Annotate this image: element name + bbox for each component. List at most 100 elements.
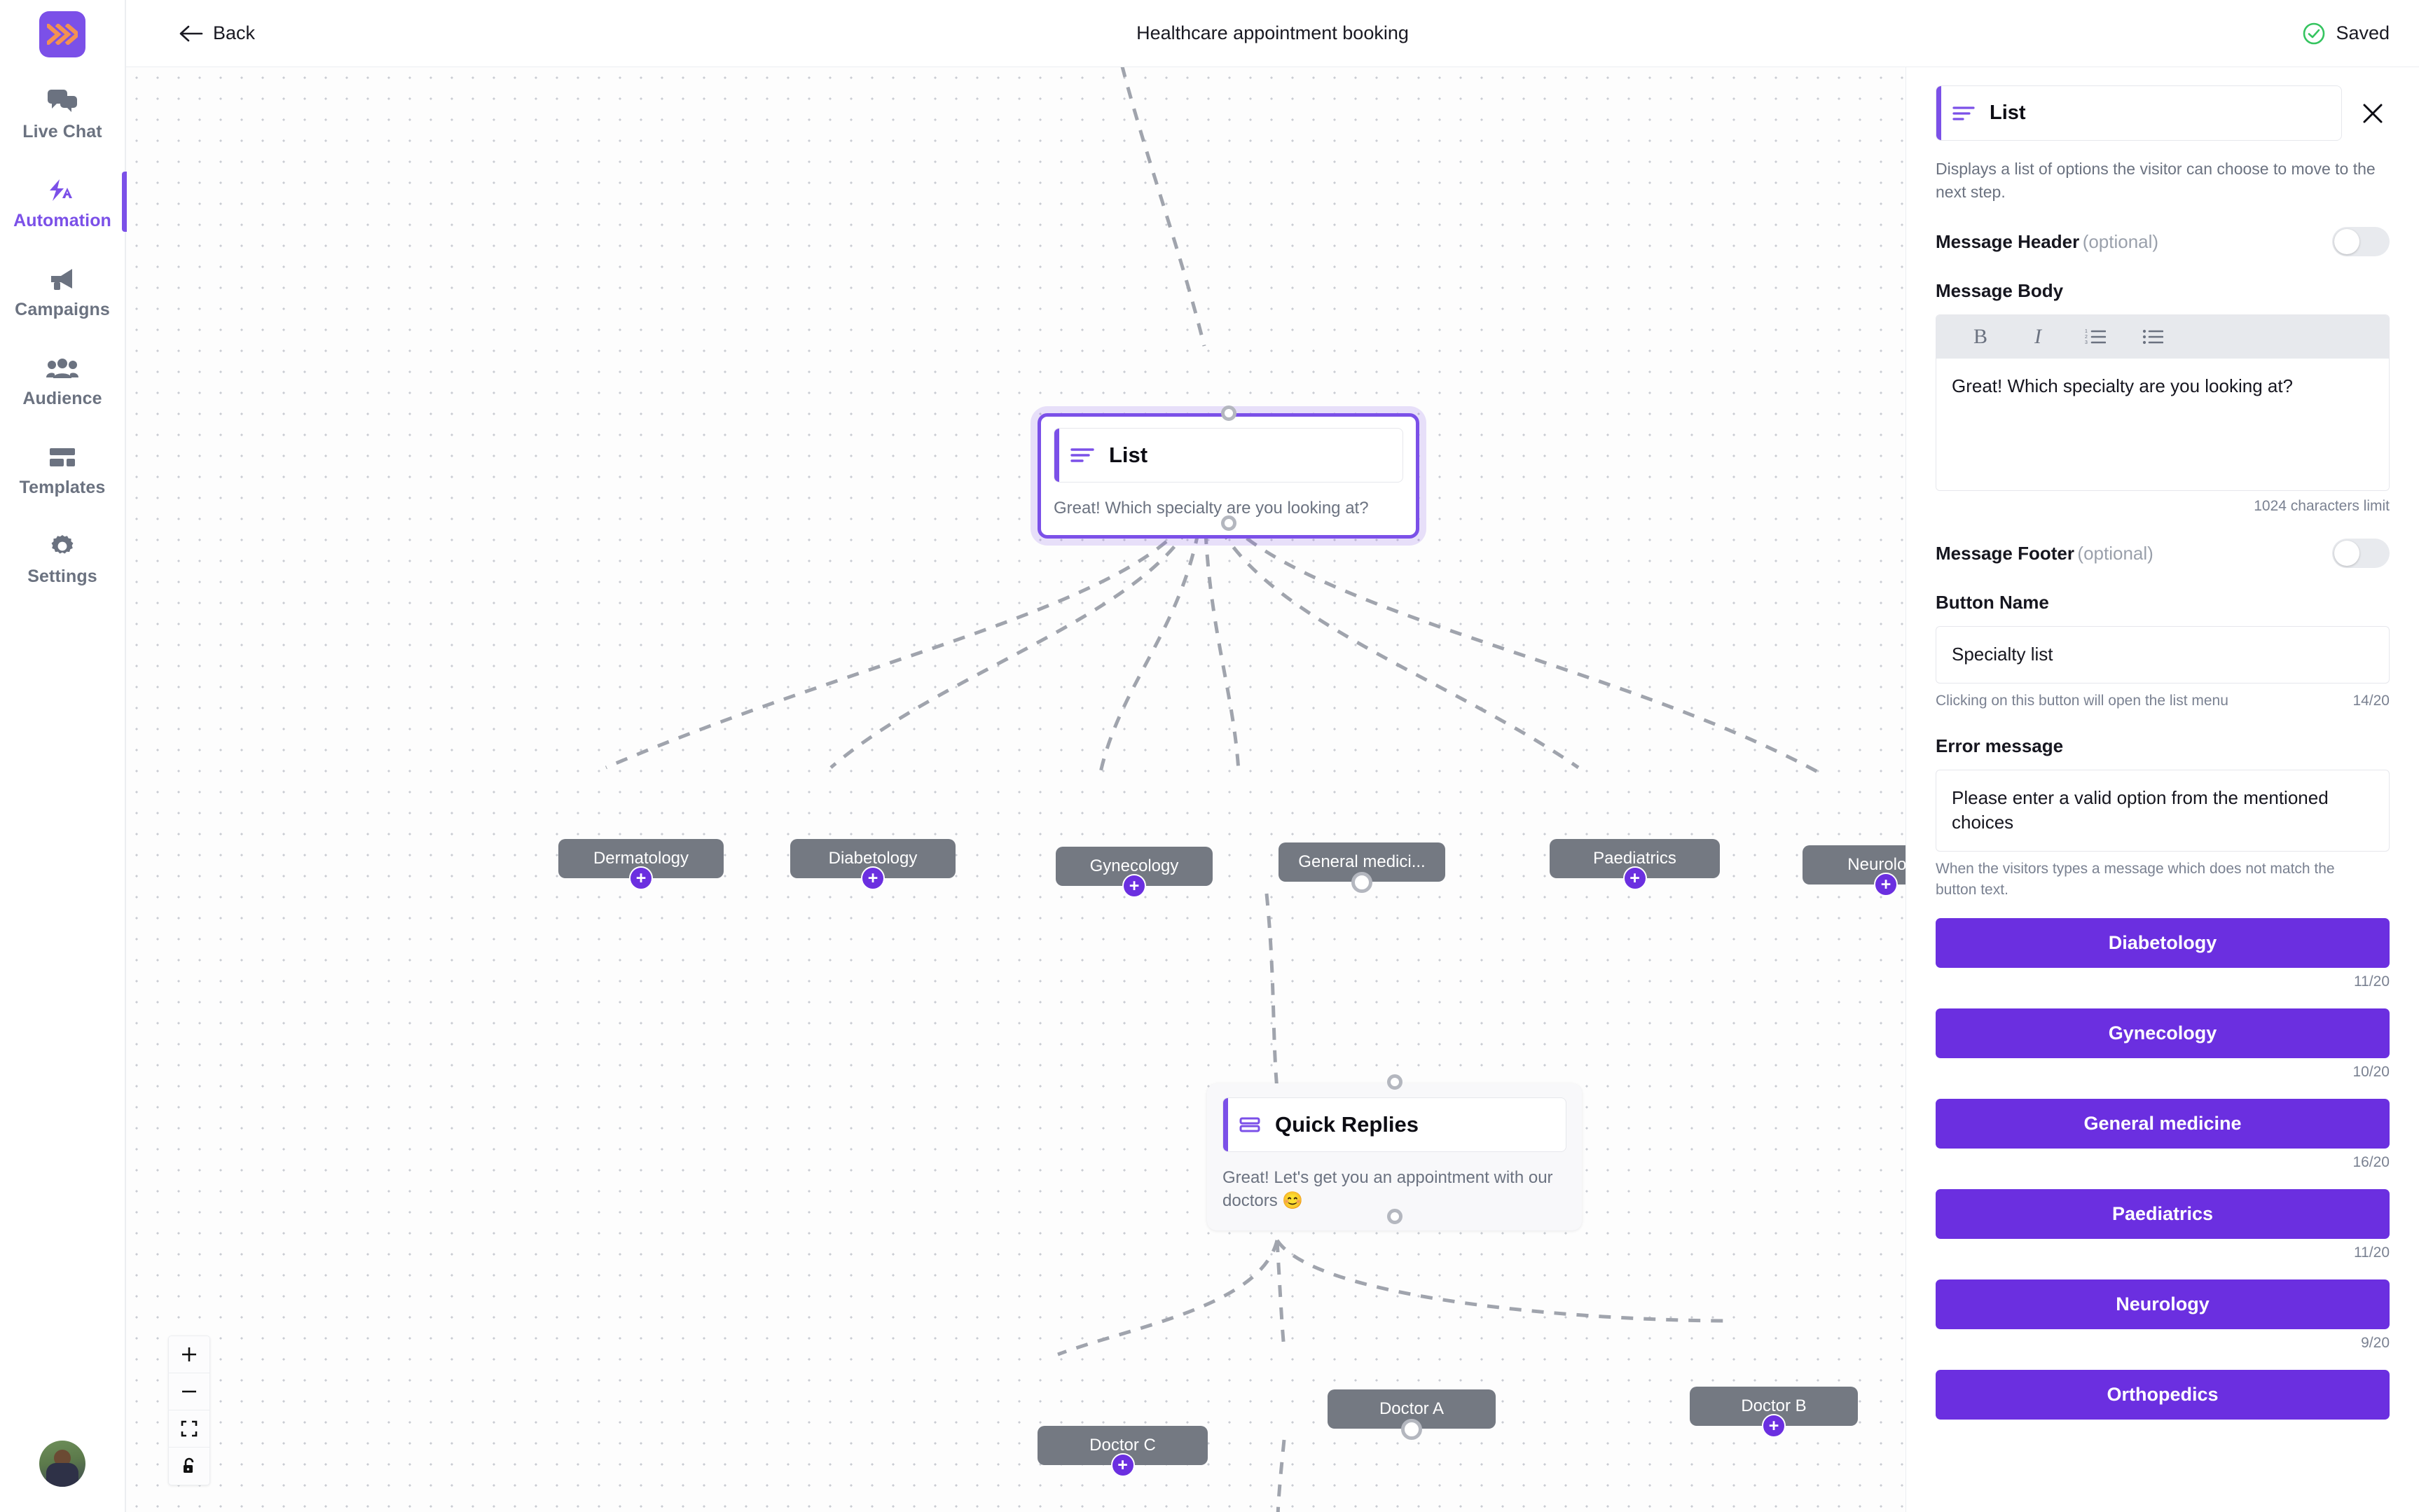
option-button-gynecology[interactable]: Gynecology: [1936, 1008, 2390, 1059]
top-bar: Back Healthcare appointment booking Save…: [126, 0, 2419, 67]
add-node-plus-icon[interactable]: +: [629, 866, 653, 890]
sidebar-item-label: Campaigns: [15, 300, 110, 319]
ordered-list-icon: 1 2 3: [2085, 329, 2106, 345]
chip-output-port[interactable]: [1351, 872, 1372, 893]
chip-label: Paediatrics: [1593, 849, 1676, 868]
flow-chip-doctor-a[interactable]: Doctor A: [1328, 1389, 1496, 1440]
node-header: List: [1054, 428, 1403, 483]
error-message-hint: When the visitors types a message which …: [1936, 861, 2335, 898]
button-name-input[interactable]: Specialty list: [1936, 626, 2390, 684]
flow-chip-dermatology[interactable]: Dermatology +: [558, 839, 724, 890]
toggle-knob: [2334, 541, 2359, 567]
svg-text:3: 3: [2085, 340, 2088, 345]
button-name-count: 14/20: [2352, 693, 2390, 709]
lightning-bolt-a-icon: [47, 174, 78, 207]
option-button-paediatrics[interactable]: Paediatrics: [1936, 1189, 2390, 1240]
option-count: 10/20: [2352, 1064, 2390, 1081]
unlock-icon: [184, 1457, 194, 1473]
flow-canvas[interactable]: List Great! Which specialty are you look…: [126, 67, 1905, 1512]
flow-chip-paediatrics[interactable]: Paediatrics +: [1550, 839, 1720, 890]
message-header-row: Message Header (optional): [1936, 227, 2390, 257]
panel-node-type-pill[interactable]: List: [1936, 85, 2342, 141]
flow-edges: [605, 67, 1823, 1512]
zoom-out-button[interactable]: [169, 1373, 209, 1410]
node-input-port[interactable]: [1220, 405, 1236, 421]
sidebar-item-automation[interactable]: Automation: [0, 170, 127, 235]
check-circle-icon: [2303, 22, 2325, 44]
toggle-knob: [2334, 229, 2359, 255]
flow-chip-neurology[interactable]: Neurology +: [1803, 845, 1905, 896]
sidebar-item-label: Settings: [27, 567, 97, 586]
fit-frame-icon: [181, 1420, 198, 1437]
node-output-port[interactable]: [1220, 515, 1236, 532]
chip-label: Gynecology: [1089, 856, 1179, 875]
node-settings-panel: List Displays a list of options the visi…: [1905, 67, 2419, 1512]
error-message-input[interactable]: Please enter a valid option from the men…: [1936, 769, 2390, 852]
lock-button[interactable]: [169, 1448, 209, 1485]
option-button-general-medicine[interactable]: General medicine: [1936, 1099, 2390, 1149]
add-node-plus-icon[interactable]: +: [1110, 1453, 1135, 1477]
message-body-textarea[interactable]: Great! Which specialty are you looking a…: [1936, 359, 2389, 491]
sidebar-item-audience[interactable]: Audience: [0, 348, 125, 413]
fit-view-button[interactable]: [169, 1410, 209, 1448]
panel-description: Displays a list of options the visitor c…: [1936, 160, 2376, 201]
minus-icon: [182, 1390, 196, 1393]
close-icon: [2363, 104, 2383, 123]
flow-chip-gynecology[interactable]: Gynecology +: [1056, 847, 1213, 898]
node-input-port[interactable]: [1386, 1074, 1403, 1090]
flow-chip-diabetology[interactable]: Diabetology +: [790, 839, 956, 890]
chat-bubbles-icon: [48, 85, 77, 118]
list-lines-icon: [1952, 106, 1975, 120]
error-message-meta: When the visitors types a message which …: [1936, 859, 2390, 900]
back-label: Back: [213, 22, 256, 43]
svg-text:2: 2: [2085, 335, 2088, 340]
add-node-plus-icon[interactable]: +: [1622, 866, 1647, 890]
back-button[interactable]: Back: [179, 22, 255, 44]
add-node-plus-icon[interactable]: +: [1762, 1414, 1786, 1438]
bullet-list-icon: [2142, 330, 2163, 345]
bold-button[interactable]: B: [1973, 325, 1987, 349]
node-title: Quick Replies: [1275, 1112, 1419, 1137]
avatar[interactable]: [39, 1441, 85, 1487]
sidebar-item-templates[interactable]: Templates: [0, 437, 125, 502]
app-logo[interactable]: [39, 11, 85, 57]
left-nav-rail: Live Chat Automation Campaigns: [0, 0, 127, 1512]
button-name-label: Button Name: [1936, 592, 2049, 613]
flow-chip-doctor-b[interactable]: Doctor B +: [1690, 1387, 1858, 1438]
message-body-label: Message Body: [1936, 280, 2064, 302]
sidebar-item-label: Automation: [13, 211, 111, 230]
bullet-list-button[interactable]: [2124, 322, 2182, 352]
italic-button[interactable]: I: [2034, 325, 2041, 349]
message-header-toggle[interactable]: [2332, 227, 2390, 257]
canvas-zoom-controls: [168, 1336, 210, 1485]
add-node-plus-icon[interactable]: +: [1122, 874, 1146, 898]
rich-text-toolbar: B I 1 2 3: [1936, 315, 2389, 359]
node-output-port[interactable]: [1386, 1209, 1403, 1225]
zoom-in-button[interactable]: [169, 1336, 209, 1373]
button-name-hint: Clicking on this button will open the li…: [1936, 693, 2228, 709]
plus-icon: [182, 1347, 196, 1361]
option-count: 9/20: [2361, 1335, 2390, 1352]
sidebar-item-label: Audience: [22, 389, 102, 408]
flow-node-quick-replies[interactable]: Quick Replies Great! Let's get you an ap…: [1207, 1074, 1582, 1231]
message-body-editor[interactable]: B I 1 2 3: [1936, 314, 2390, 492]
ordered-list-button[interactable]: 1 2 3: [2067, 322, 2124, 352]
add-node-plus-icon[interactable]: +: [1874, 873, 1898, 896]
node-title: List: [1109, 443, 1148, 467]
message-footer-label: Message Footer: [1936, 542, 2074, 564]
flow-chip-general-medicine[interactable]: General medici...: [1279, 842, 1445, 893]
option-count: 11/20: [2354, 973, 2390, 990]
option-button-diabetology[interactable]: Diabetology: [1936, 918, 2390, 969]
sidebar-item-settings[interactable]: Settings: [0, 526, 125, 591]
close-panel-button[interactable]: [2356, 97, 2390, 130]
sidebar-item-live-chat[interactable]: Live Chat: [0, 81, 125, 146]
chip-output-port[interactable]: [1401, 1419, 1422, 1440]
option-button-orthopedics[interactable]: Orthopedics: [1936, 1370, 2390, 1420]
add-node-plus-icon[interactable]: +: [861, 866, 885, 890]
flow-node-list[interactable]: List Great! Which specialty are you look…: [1038, 405, 1419, 539]
flow-chip-doctor-c[interactable]: Doctor C +: [1038, 1426, 1208, 1477]
sidebar-item-campaigns[interactable]: Campaigns: [0, 259, 125, 324]
message-footer-toggle[interactable]: [2332, 539, 2390, 569]
option-button-neurology[interactable]: Neurology: [1936, 1279, 2390, 1330]
node-body-text: Great! Which specialty are you looking a…: [1054, 499, 1369, 518]
